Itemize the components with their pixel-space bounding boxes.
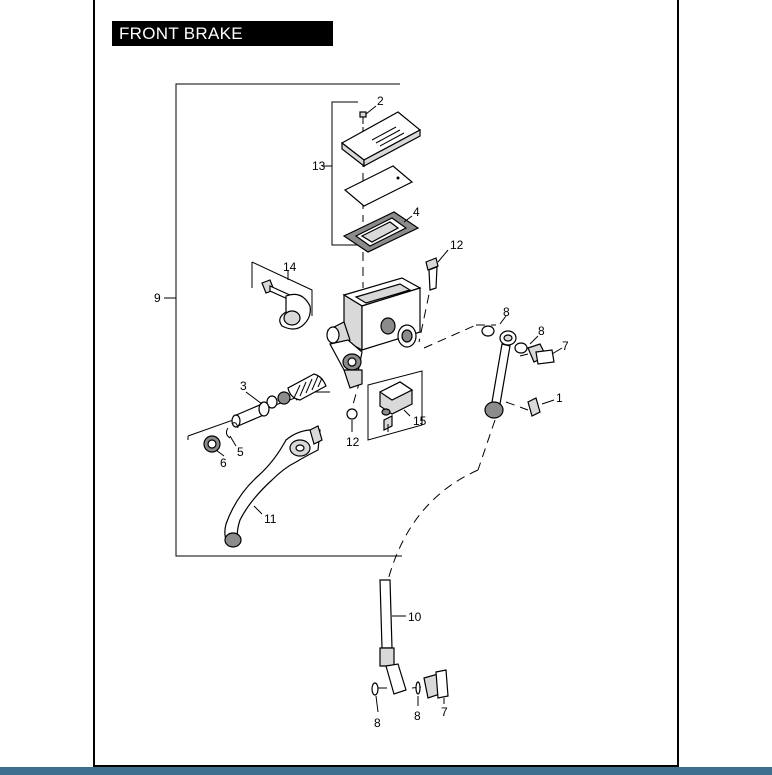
callout-7-a: 7 (562, 339, 569, 353)
assembly-bracket-13 (322, 101, 360, 246)
part-5-retaining-ring (225, 422, 239, 439)
callout-15: 15 (413, 414, 427, 428)
callout-6: 6 (220, 456, 227, 470)
callout-1: 1 (556, 391, 563, 405)
part-2-cover-screw (359, 111, 367, 124)
callout-labels: 2 13 4 12 14 9 8 8 7 3 1 15 12 5 6 11 10… (154, 94, 569, 730)
callout-8-a: 8 (503, 305, 510, 319)
callout-3: 3 (240, 379, 247, 393)
callout-8-b: 8 (538, 324, 545, 338)
hose-banjo-fitting-bottom (371, 669, 449, 699)
callout-5: 5 (237, 445, 244, 459)
part-13-diaphragm-plate (343, 165, 414, 207)
callout-13: 13 (312, 159, 326, 173)
part-11-brake-lever (224, 425, 323, 548)
leader-lines (215, 105, 563, 713)
callout-7-b: 7 (441, 705, 448, 719)
master-cylinder-body (326, 277, 422, 389)
assembly-bracket-15 (367, 370, 423, 441)
part-10-brake-hose (379, 579, 407, 695)
callout-4: 4 (413, 205, 420, 219)
part-3-piston-spring (231, 373, 327, 428)
callout-10: 10 (408, 610, 422, 624)
callout-14: 14 (283, 260, 297, 274)
part-6-boot (203, 435, 221, 453)
page-title: FRONT BRAKE CONTROL (112, 21, 333, 68)
part-4-diaphragm (342, 211, 420, 253)
callout-12-top: 12 (450, 238, 464, 252)
callout-8-c: 8 (374, 716, 381, 730)
part-13-reservoir-cover (340, 111, 422, 168)
part-12-pivot-bolt-top (425, 257, 439, 291)
bottom-accent-bar (0, 767, 772, 775)
hose-banjo-fitting-top (481, 325, 555, 419)
callout-8-d: 8 (414, 709, 421, 723)
part-14-handlebar-clamp (261, 279, 311, 330)
callout-12-bottom: 12 (346, 435, 360, 449)
callout-9: 9 (154, 291, 161, 305)
callout-2: 2 (377, 94, 384, 108)
assembly-bracket-14 (251, 261, 313, 316)
assembly-bracket-9 (164, 83, 402, 557)
callout-11: 11 (264, 512, 277, 526)
part-15-brake-switch (378, 381, 414, 432)
part-12-washer-bottom (346, 408, 358, 420)
